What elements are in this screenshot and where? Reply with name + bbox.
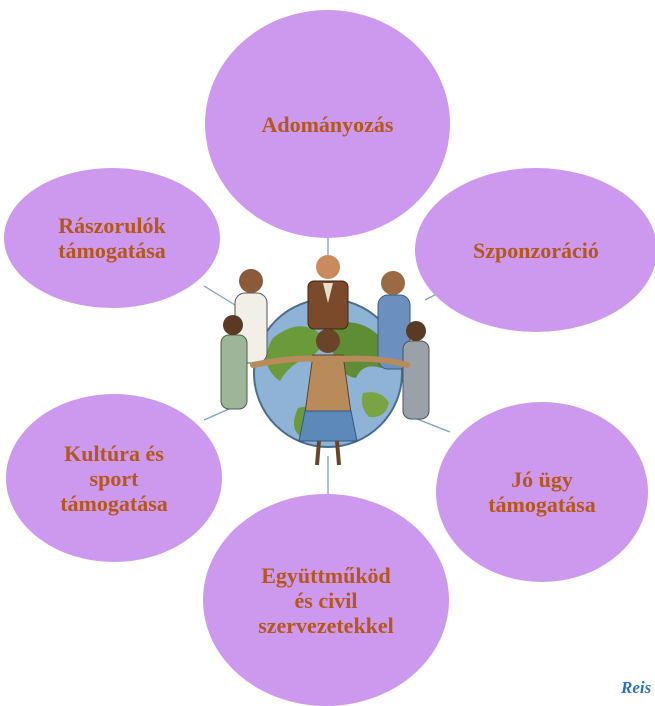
bubble-label: Rászorulók támogatása [58,213,166,263]
people-around-globe-illustration [220,255,430,466]
bubble-jo-ugy: Jó ügy támogatása [436,402,648,582]
bubble-adomanyozas: Adományozás [205,10,450,238]
bubble-label: Szponzoráció [473,237,599,263]
bubble-label: Adományozás [261,111,394,137]
bubble-kultura-sport: Kultúra és sport támogatása [6,394,222,562]
bubble-szponzoracio: Szponzoráció [415,168,655,332]
bubble-label: Együttműköd és civil szervezetekkel [258,562,394,638]
connector-left-top [203,285,236,306]
bubble-egyuttmukodes: Együttműköd és civil szervezetekkel [203,494,449,706]
bubble-label: Jó ügy támogatása [488,467,596,517]
footer-partial-text: Reis [621,678,652,697]
bubble-raszorulok: Rászorulók támogatása [4,168,220,308]
bubble-label: Kultúra és sport támogatása [60,440,168,516]
